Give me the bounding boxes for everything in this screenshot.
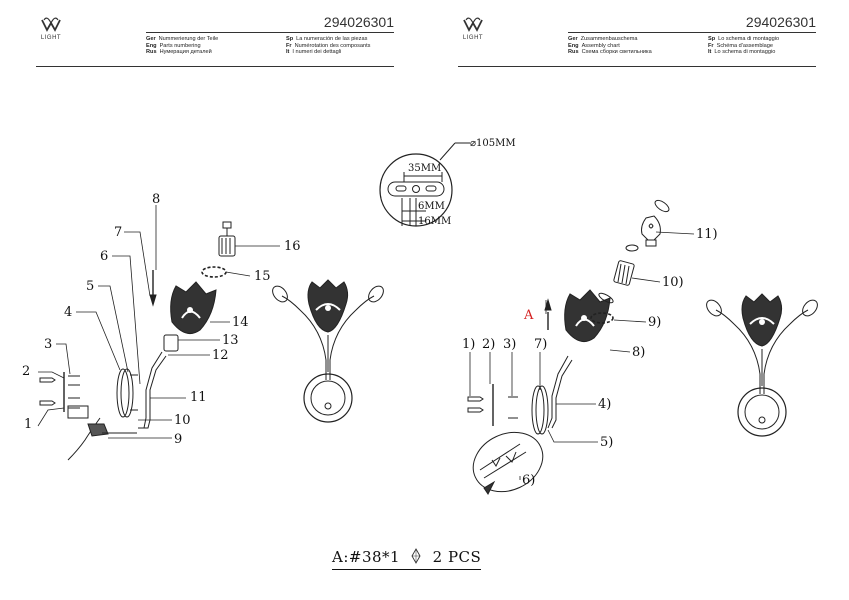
part-label: 4 xyxy=(64,305,72,320)
brand-logo: LIGHT xyxy=(458,16,488,41)
bulb-holder xyxy=(613,260,635,286)
part-label: 8) xyxy=(632,345,645,360)
lamp-arm xyxy=(142,355,167,429)
header-rule xyxy=(568,32,816,33)
left-part-labels: 1 2 3 4 5 6 7 8 9 10 11 12 13 14 15 16 xyxy=(22,192,301,447)
lang-title: Lo schema di montaggio xyxy=(718,36,780,42)
header-rule xyxy=(146,32,394,33)
right-leader-lines xyxy=(469,231,695,480)
part-label: 11) xyxy=(696,227,718,242)
diameter-label: ⌀105MM xyxy=(470,138,516,149)
part-label: 14 xyxy=(232,315,249,330)
bulb-holder xyxy=(218,221,236,257)
part-label: 3 xyxy=(44,337,52,352)
part-label: 7 xyxy=(114,225,122,240)
lang-code: Eng xyxy=(568,42,579,49)
lang-title: Схема сборки светильника xyxy=(581,49,652,56)
part-label: 9) xyxy=(648,315,661,330)
bracket xyxy=(67,405,89,419)
lang-code: Ger xyxy=(146,36,156,42)
part-label: 10 xyxy=(174,413,191,428)
part-label: 8 xyxy=(152,192,160,207)
width-label: 35MM xyxy=(408,163,441,174)
crystal-code: A:#38*1 xyxy=(332,548,401,566)
part-label: 3) xyxy=(503,337,516,352)
screw-parts xyxy=(39,372,80,412)
lang-title: Nummerierung der Teile xyxy=(158,36,219,42)
lang-title: Schéma d'assemblage xyxy=(716,42,774,49)
right-exploded-view xyxy=(467,199,670,495)
glass-shade xyxy=(170,281,217,335)
part-label: 11 xyxy=(190,390,207,405)
right-assembled-lamp xyxy=(706,293,818,437)
lang-title: Нумерация деталей xyxy=(159,49,212,56)
wall-plate xyxy=(116,368,130,418)
crystal-marker-a: A xyxy=(523,308,534,323)
crystal-quantity-note: A:#38*1 2 PCS xyxy=(332,548,482,570)
part-label: 12 xyxy=(212,348,229,363)
lang-title: La numeración de las piezas xyxy=(296,36,368,42)
lang-code: Ger xyxy=(568,36,578,42)
part-label: 6 xyxy=(100,249,108,264)
crystal-count: 2 PCS xyxy=(432,548,482,566)
assembly-diagram: ⌀105MM 35MM 6MM 16MM 1 2 3 4 5 6 7 8 9 1… xyxy=(22,138,818,495)
lang-code: Sp xyxy=(286,36,294,42)
lang-code: It xyxy=(708,49,712,56)
part-label: 2) xyxy=(482,337,495,352)
lang-code: Rus xyxy=(568,49,579,56)
brand-logo: LIGHT xyxy=(36,16,66,41)
mw-logo-icon xyxy=(463,17,483,32)
right-part-labels: 1) 2) 3) 4) 5) 6) 7) 8) 9) 10) 11) A xyxy=(462,227,718,488)
part-label: 16 xyxy=(284,239,301,254)
part-label: 10) xyxy=(662,275,684,290)
slot-16-label: 16MM xyxy=(418,216,451,227)
lang-title: Lo schema di montaggio xyxy=(714,49,776,56)
part-label: 9 xyxy=(174,432,182,447)
mount-dimension-labels: ⌀105MM 35MM 6MM 16MM xyxy=(408,138,516,227)
doc-number: 294026301 xyxy=(745,14,816,30)
part-label: 5) xyxy=(600,435,613,450)
mount-plate-detail xyxy=(379,142,470,227)
logo-text: LIGHT xyxy=(462,35,484,41)
part-label: 1) xyxy=(462,337,475,352)
left-assembled-lamp xyxy=(272,279,384,423)
left-exploded-view xyxy=(39,221,236,461)
part-label: 4) xyxy=(598,397,611,412)
header-bottom-rule xyxy=(36,66,394,67)
part-label: 13 xyxy=(222,333,239,348)
part-label: 7) xyxy=(534,337,547,352)
part-label: 6) xyxy=(522,473,535,488)
lang-code: Eng xyxy=(146,42,157,49)
mw-logo-icon xyxy=(41,17,61,32)
crystal-drop-icon xyxy=(411,548,421,568)
lang-code: It xyxy=(286,49,290,56)
socket xyxy=(163,334,179,352)
lang-title: Parts numbering xyxy=(159,42,201,49)
lang-code: Fr xyxy=(286,42,292,49)
logo-text: LIGHT xyxy=(40,35,62,41)
part-label: 15 xyxy=(254,269,271,284)
lang-code: Fr xyxy=(708,42,714,49)
slot-6-label: 6MM xyxy=(418,201,445,212)
part-label: 2 xyxy=(22,364,30,379)
bulb xyxy=(641,215,661,247)
doc-number: 294026301 xyxy=(323,14,394,30)
left-leader-lines xyxy=(37,205,280,439)
lang-title: Numérotation des composants xyxy=(294,42,371,49)
part-label: 5 xyxy=(86,279,94,294)
header-bottom-rule xyxy=(458,66,816,67)
lang-code: Rus xyxy=(146,49,157,56)
lang-title: I numeri dei dettagli xyxy=(292,49,342,56)
ring-nut xyxy=(201,266,227,278)
lang-title: Assembly chart xyxy=(581,42,620,49)
lang-title: Zusammenbauschema xyxy=(580,36,638,42)
lang-code: Sp xyxy=(708,36,716,42)
part-label: 1 xyxy=(24,417,32,432)
